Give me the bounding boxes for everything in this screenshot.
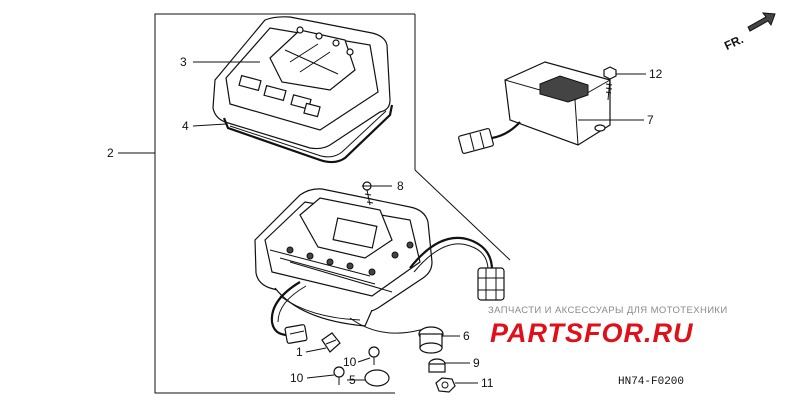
control-unit	[491, 61, 611, 146]
callout-8: 8	[397, 179, 404, 193]
callout-7: 7	[647, 113, 654, 127]
small-connector	[284, 324, 308, 344]
bulb-socket	[321, 332, 341, 353]
leader-lines	[118, 61, 646, 384]
callout-9: 9	[473, 356, 480, 370]
watermark-caption: ЗАПЧАСТИ И АКСЕССУАРЫ ДЛЯ МОТОТЕХНИКИ	[488, 305, 728, 316]
collar	[428, 358, 446, 373]
grommet	[418, 326, 444, 354]
callout-2: 2	[107, 146, 114, 160]
harness-connector	[477, 267, 505, 301]
screw-upper	[368, 346, 380, 365]
watermark-logo: PARTSFOR.RU	[490, 318, 694, 348]
callout-5: 5	[349, 373, 356, 387]
callout-6: 6	[463, 329, 470, 343]
screw-lower	[333, 366, 345, 385]
nut	[435, 377, 456, 393]
callout-4: 4	[182, 119, 189, 133]
front-direction-label: FR.	[722, 32, 745, 53]
cap	[364, 369, 390, 387]
wire-harness	[270, 236, 494, 337]
gasket	[222, 104, 394, 164]
unit-connector	[458, 128, 494, 154]
assembly-bracket	[154, 13, 511, 394]
front-direction-arrow: FR.	[722, 12, 776, 53]
callout-labels: 3 4 2 8 7 12 6 9 11 1 10 10 5	[107, 55, 663, 390]
callout-12: 12	[649, 67, 663, 81]
meter-cover	[212, 16, 391, 150]
callout-1: 1	[296, 345, 303, 359]
callout-10-upper: 10	[343, 355, 357, 369]
diagram-code: HN74-F0200	[618, 376, 685, 388]
callout-10-lower: 10	[290, 371, 304, 385]
bolt-12	[603, 66, 617, 101]
meter-body	[254, 188, 433, 327]
callout-3: 3	[180, 55, 187, 69]
callout-11: 11	[481, 376, 494, 390]
